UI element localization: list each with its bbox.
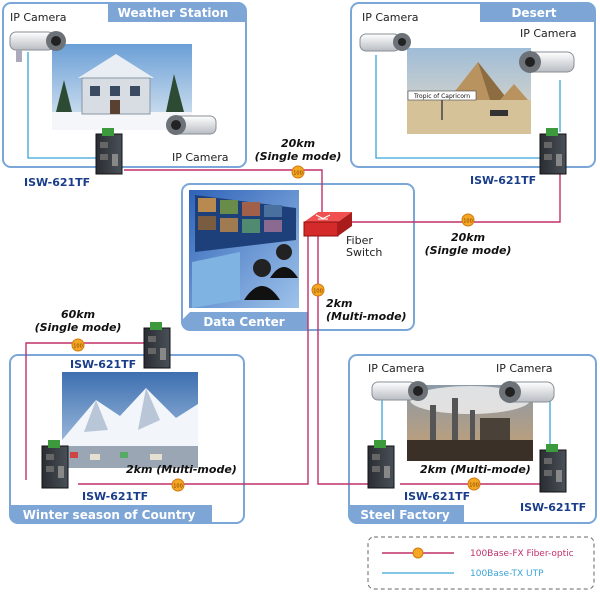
steel-factory-title: Steel Factory [360,508,450,522]
svg-text:100: 100 [73,344,83,350]
fiber-badge-winter-bottom: 100 [171,478,185,492]
link-weather-mode: (Single mode) [255,150,342,163]
link-steel-label: 2km (Multi-mode) [420,463,531,476]
desert-sign-text: Tropic of Capricorn [413,93,470,100]
weather-station-photo [52,44,192,130]
fiber-badge-winter-top: 100 [71,338,85,352]
winter-switch-bottom-label: ISW-621TF [82,490,148,503]
weather-camera1-label: IP Camera [10,11,67,24]
desert-camera2-label: IP Camera [520,27,577,40]
svg-text:100: 100 [463,219,473,225]
legend: 100Base-FX Fiber-optic 100Base-TX UTP [367,536,595,590]
fiber-badge-datacenter: 100 [311,283,325,297]
industrial-switch-icon [143,322,171,369]
steel-camera2-label: IP Camera [496,362,553,375]
weather-camera2-label: IP Camera [172,151,229,164]
camera-icon [499,381,555,403]
fiber-links [25,160,561,485]
winter-title: Winter season of Country [23,508,196,522]
industrial-switch-icon [367,440,395,489]
winter-switch-top-label: ISW-621TF [70,358,136,371]
desert-title: Desert [511,6,556,20]
camera-icon [519,51,575,73]
link-winter-top-distance: 60km [61,308,95,321]
link-winter-bottom-label: 2km (Multi-mode) [126,463,237,476]
svg-text:100: 100 [313,289,323,295]
fiber-switch-icon [303,212,352,237]
fiber-badges: 100 100 100 100 100 100 [71,165,481,492]
camera-icon [371,381,428,401]
industrial-switch-icon [41,440,69,489]
steel-camera1-label: IP Camera [368,362,425,375]
industrial-switch-icon [539,128,567,175]
link-desert-distance: 20km [451,231,485,244]
link-datacenter-distance: 2km [326,297,352,310]
svg-text:100: 100 [293,171,303,177]
link-winter-top-mode: (Single mode) [35,321,122,334]
data-center-title: Data Center [203,315,284,329]
fiber-badge-desert: 100 [461,213,475,227]
link-desert-mode: (Single mode) [425,244,512,257]
fiber-badge-steel: 100 [467,477,481,491]
camera-icon [359,33,411,52]
svg-text:100: 100 [469,483,479,489]
desert-photo [407,48,531,134]
desert-camera1-label: IP Camera [362,11,419,24]
steel-switch-left-label: ISW-621TF [404,490,470,503]
camera-icon [166,115,217,135]
weather-station-title: Weather Station [118,6,229,20]
industrial-switch-icon [539,444,567,493]
fiber-switch-label-line2: Switch [346,246,382,259]
legend-fiber-label: 100Base-FX Fiber-optic [470,549,574,559]
weather-switch-label: ISW-621TF [24,176,90,189]
industrial-switch-icon [95,128,123,175]
link-weather-distance: 20km [281,137,315,150]
data-center-photo [189,190,299,308]
legend-utp-label: 100Base-TX UTP [470,569,544,579]
winter-photo [62,372,198,468]
link-datacenter-mode: (Multi-mode) [326,310,407,323]
desert-switch-label: ISW-621TF [470,174,536,187]
svg-text:100: 100 [173,484,183,490]
fiber-switch-label-line1: Fiber [346,234,373,247]
fiber-badge-weather: 100 [291,165,305,179]
steel-switch-right-label: ISW-621TF [520,501,586,514]
camera-icon [9,31,66,62]
